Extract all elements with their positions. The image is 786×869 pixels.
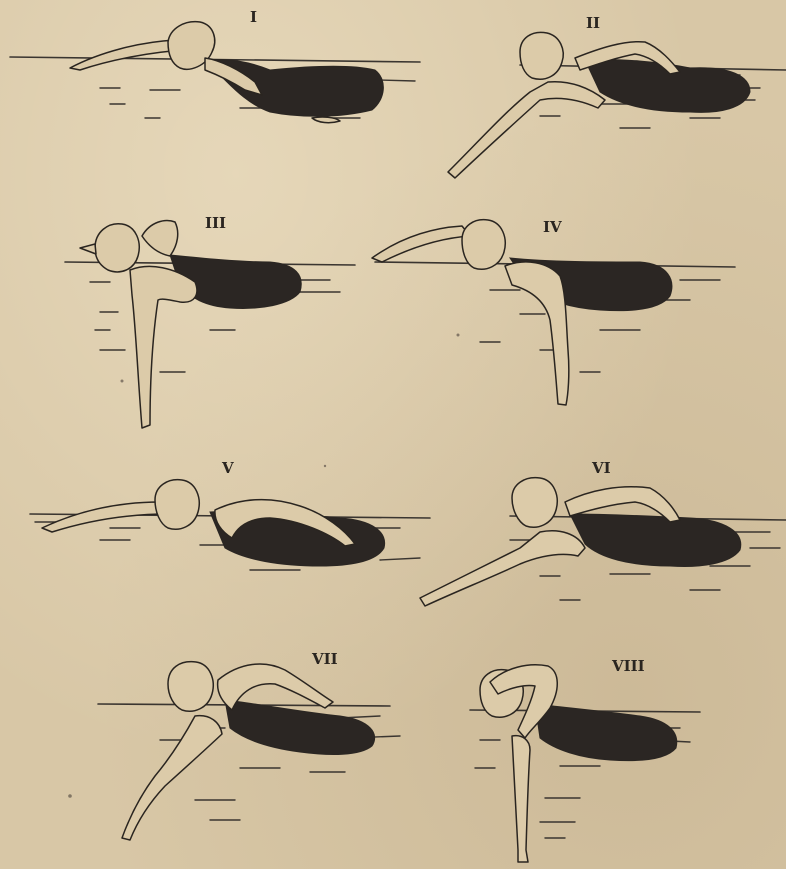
pulling-arm [122, 716, 222, 840]
pulling-arm [512, 736, 530, 862]
stage-label-1: I [250, 8, 257, 26]
stage-label-5: V [222, 459, 234, 477]
stage-label-4: IV [543, 218, 562, 236]
swimmer-stage-4 [372, 220, 735, 405]
swimmer-stage-3 [65, 221, 355, 428]
raised-arm [142, 221, 178, 256]
recovering-arm [218, 664, 333, 710]
stage-label-7: VII [312, 650, 338, 668]
head [155, 480, 199, 530]
swimsuit [535, 704, 677, 761]
swimmer-stage-1 [10, 22, 420, 123]
head [520, 32, 563, 79]
head [512, 478, 557, 528]
head [95, 224, 139, 272]
hand [80, 244, 96, 254]
stage-label-3: III [205, 214, 226, 232]
stage-label-6: VI [592, 459, 611, 477]
pulling-arm [420, 531, 585, 606]
swimmer-stage-6 [420, 478, 786, 606]
swimsuit [225, 700, 375, 754]
swimmer-stage-8 [470, 665, 700, 862]
pulling-arm [448, 82, 605, 178]
head [168, 662, 213, 712]
pulling-arm [130, 266, 197, 428]
swimmer-stage-5 [30, 480, 430, 570]
extended-arm [372, 226, 470, 262]
extended-arm [42, 502, 168, 532]
swimmer-stage-7 [98, 662, 400, 840]
swimsuit [570, 514, 741, 566]
stage-label-8: VIII [612, 657, 645, 675]
pulling-arm [505, 262, 569, 405]
stage-label-2: II [586, 14, 600, 32]
swimmer-stage-2 [448, 32, 786, 178]
head [462, 220, 505, 270]
